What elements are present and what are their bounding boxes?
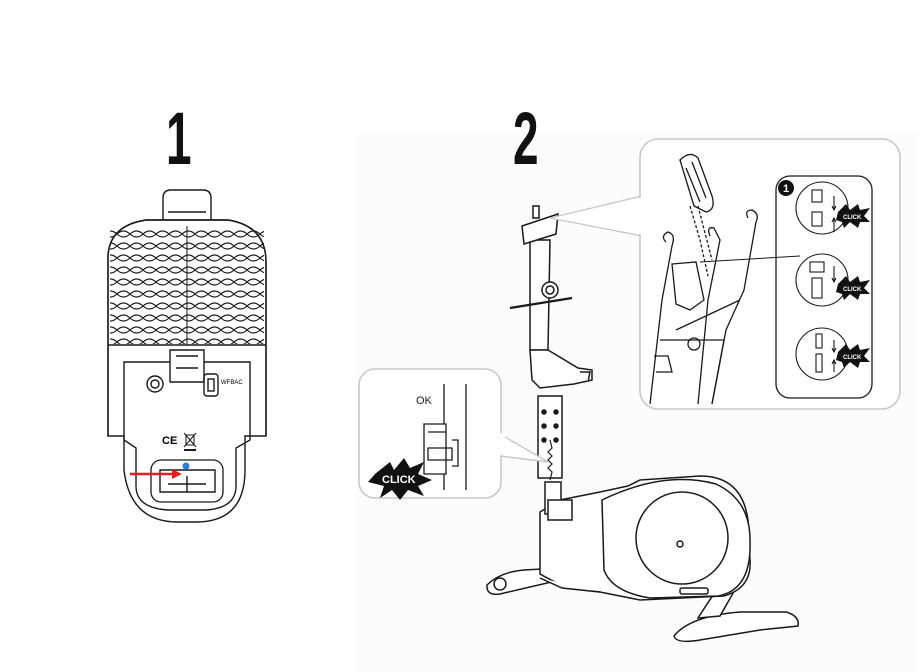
waste-bin-icon [183, 432, 197, 451]
blue-indicator-dot [182, 462, 190, 470]
click-detail-callout [358, 368, 549, 500]
sub-step-badge [778, 180, 794, 196]
click-label-small-2: CLICK [843, 287, 862, 293]
click-burst-icon-1 [836, 204, 870, 228]
click-burst-icon [368, 458, 432, 500]
elliptical-trainer [486, 205, 799, 643]
step-2-number: 2 [513, 97, 539, 180]
red-pointer-arrow [130, 469, 182, 479]
cable-detail-callout [549, 138, 901, 410]
click-label-small-1: CLICK [843, 215, 862, 221]
click-label-small-3: CLICK [843, 355, 862, 361]
step-1-number: 1 [166, 97, 192, 180]
console-back-panel [107, 189, 267, 523]
ce-mark: CE [162, 435, 177, 447]
sub-step-number: 1 [783, 183, 789, 195]
click-burst-icon-2 [836, 276, 870, 300]
wfb-label: WFBAC [221, 380, 243, 386]
ok-label: OK [416, 395, 433, 407]
click-burst-icon-3 [836, 344, 870, 368]
click-label-large: CLICK [382, 474, 416, 486]
